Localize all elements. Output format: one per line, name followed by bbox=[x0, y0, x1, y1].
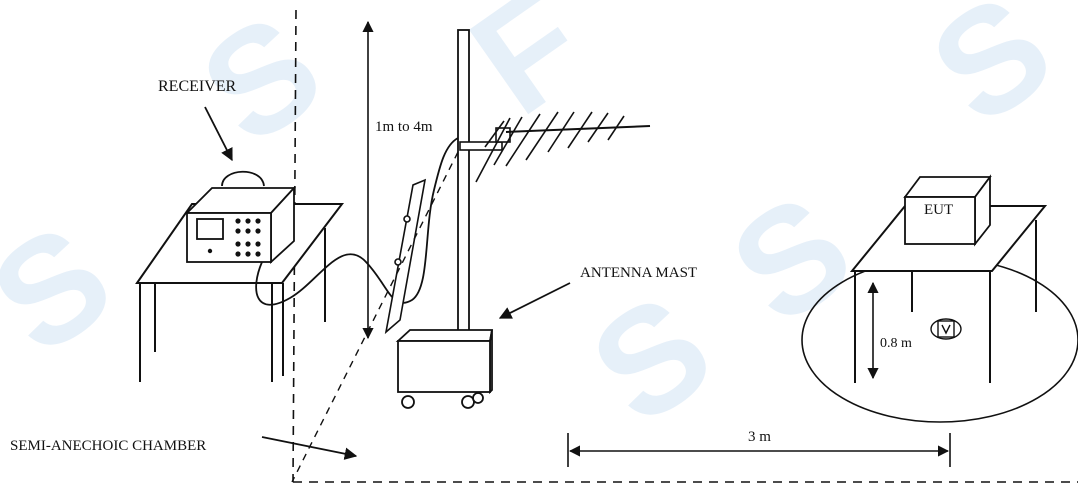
antenna-mast-arrow bbox=[498, 282, 571, 319]
svg-text:S: S bbox=[902, 0, 1078, 156]
chamber-label: SEMI-ANECHOIC CHAMBER bbox=[10, 438, 206, 454]
receiver-arrow bbox=[204, 106, 233, 162]
antenna-mast-label: ANTENNA MAST bbox=[580, 265, 697, 281]
receiver-label: RECEIVER bbox=[158, 78, 237, 95]
receiver-instrument bbox=[184, 170, 297, 265]
distance-label: 3 m bbox=[748, 429, 771, 445]
antenna-mast bbox=[395, 29, 494, 409]
chamber-arrow bbox=[261, 436, 358, 460]
power-outlet-icon bbox=[930, 318, 962, 340]
antenna bbox=[459, 111, 651, 183]
svg-text:S: S bbox=[702, 161, 880, 356]
svg-text:S: S bbox=[0, 191, 140, 386]
distance-arrow bbox=[567, 433, 951, 467]
chamber-boundary bbox=[292, 9, 1078, 483]
eut-height-label: 0.8 m bbox=[880, 336, 912, 351]
antenna-panel bbox=[384, 178, 427, 335]
svg-text:S: S bbox=[562, 261, 740, 456]
eut-label: EUT bbox=[924, 202, 953, 218]
antenna-height-label: 1m to 4m bbox=[375, 119, 433, 135]
beam-lines bbox=[291, 151, 459, 483]
eut-box bbox=[903, 174, 992, 247]
